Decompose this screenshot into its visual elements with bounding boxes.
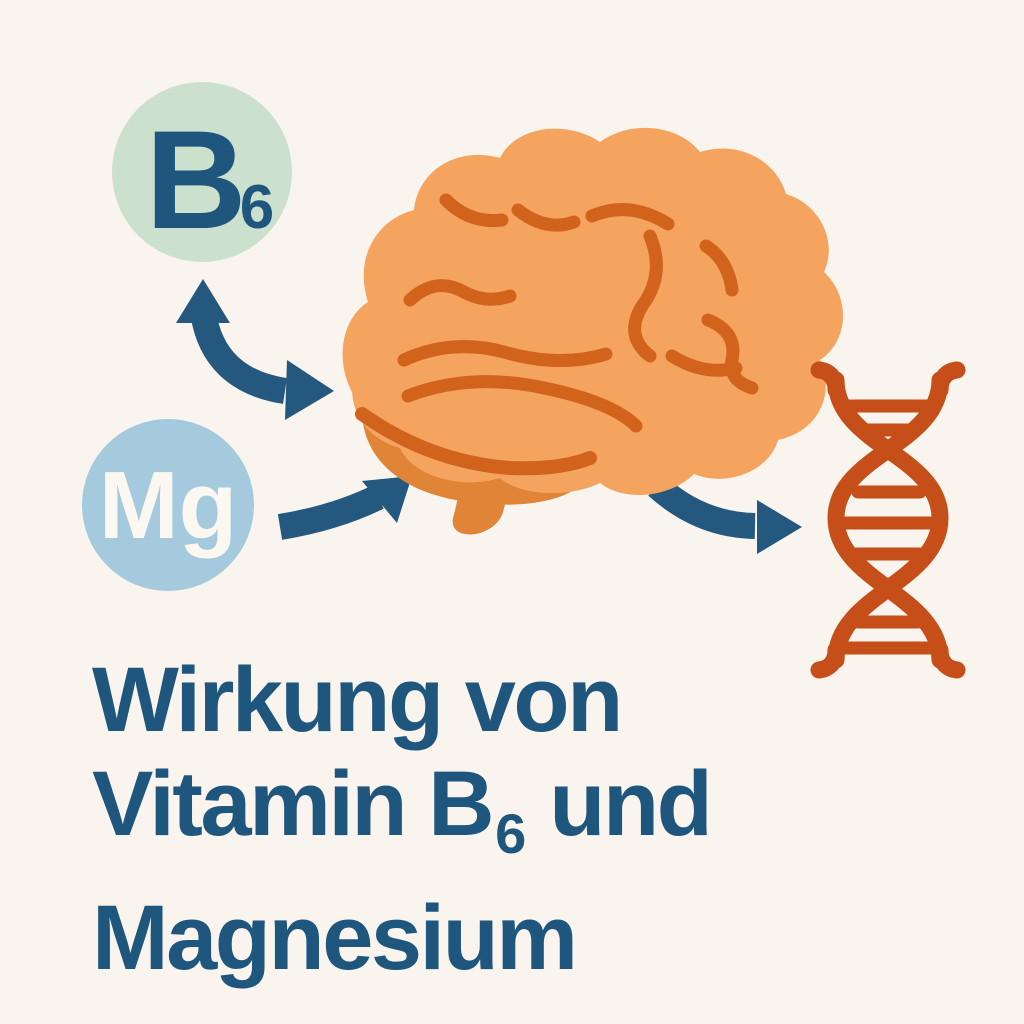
headline-line1: Wirkung von <box>92 649 623 751</box>
headline: Wirkung von Vitamin B6 und Magnesium <box>92 648 713 990</box>
brain-dna-arrow-shaft <box>648 476 756 539</box>
mg-brain-arrow-head <box>362 476 412 523</box>
headline-line2-und: und <box>549 753 713 855</box>
dna-helix-icon <box>810 361 966 679</box>
b6-brain-arrow-shaft <box>190 309 288 404</box>
magnesium-badge: Mg <box>82 419 254 591</box>
brain-dna-arrow-head <box>757 500 802 554</box>
dna-rungs <box>837 399 939 655</box>
b6-brain-arrow-head-right <box>285 360 334 420</box>
mg-symbol-label: Mg <box>99 452 238 559</box>
brain-dna-arrow-icon <box>648 476 802 554</box>
b6-subscript-label: 6 <box>240 173 274 242</box>
b6-circle <box>112 82 292 262</box>
mg-brain-arrow-shaft <box>277 485 384 540</box>
b6-symbol-label: B <box>145 101 246 258</box>
brain-icon <box>342 127 844 535</box>
headline-line2-subscript: 6 <box>495 802 526 865</box>
headline-line3: Magnesium <box>92 887 578 989</box>
vitamin-b6-badge: B 6 <box>112 82 292 262</box>
headline-line2-text: Vitamin B <box>92 753 495 855</box>
headline-line2: Vitamin B6 und <box>92 752 713 886</box>
b6-brain-arrow-icon <box>176 279 334 420</box>
b6-brain-arrow-head-up <box>176 279 230 323</box>
mg-circle <box>82 419 254 591</box>
brain-sulci-lines <box>355 193 759 476</box>
mg-brain-arrow-icon <box>277 476 412 540</box>
